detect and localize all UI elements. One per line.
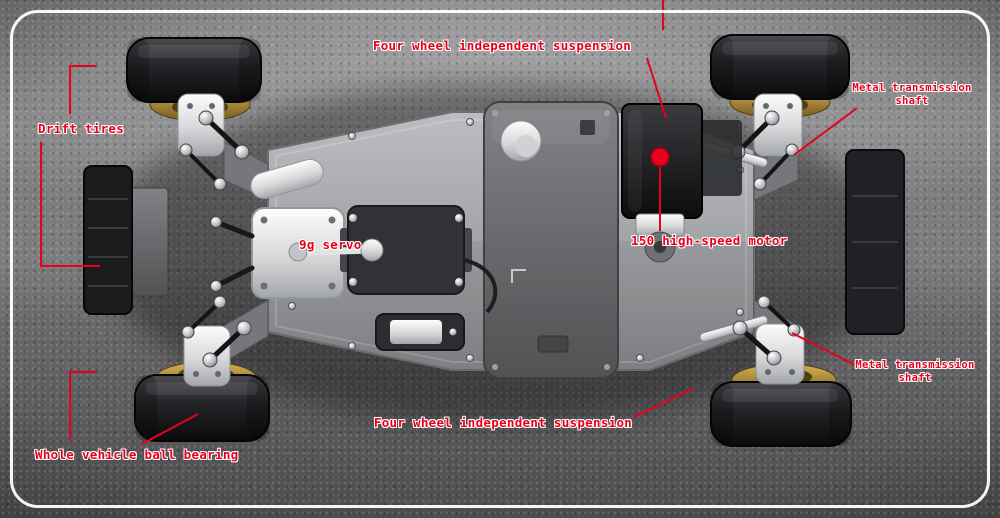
label-metal-transmission-shaft-bottom: Metal transmission shaft [855,359,974,385]
label-metal-transmission-shaft-top: Metal transmission shaft [852,82,971,108]
label-whole-vehicle-ball-bearing: Whole vehicle ball bearing [35,447,239,462]
suspension-bottom-right [732,295,805,385]
label-9g-servo: 9g servo [299,237,362,252]
label-four-wheel-suspension-bottom: Four wheel independent suspension [373,415,633,430]
steering-servo [250,158,498,314]
label-metal-transmission-shaft-bottom-line2: shaft [898,372,932,385]
wheel-bottom-left [134,361,270,442]
callout-leader-lines [40,0,858,445]
label-metal-transmission-shaft-top-line1: Metal transmission [852,82,972,94]
suspension-bottom-left [181,295,252,387]
front-bumper [83,165,169,315]
label-metal-transmission-shaft-bottom-line1: Metal transmission [855,359,975,371]
motor-marker-dot [650,147,670,167]
suspension-top-left [177,93,250,191]
label-150-high-speed-motor: 150 high-speed motor [631,233,788,248]
label-drift-tires: Drift tires [38,121,125,136]
label-metal-transmission-shaft-top-line2: shaft [895,95,929,108]
electronics-box [483,101,619,379]
steering-tie-rods [210,216,255,292]
esc-module [375,313,465,351]
rear-bumper [845,149,905,335]
label-four-wheel-suspension-top: Four wheel independent suspension [372,38,632,53]
